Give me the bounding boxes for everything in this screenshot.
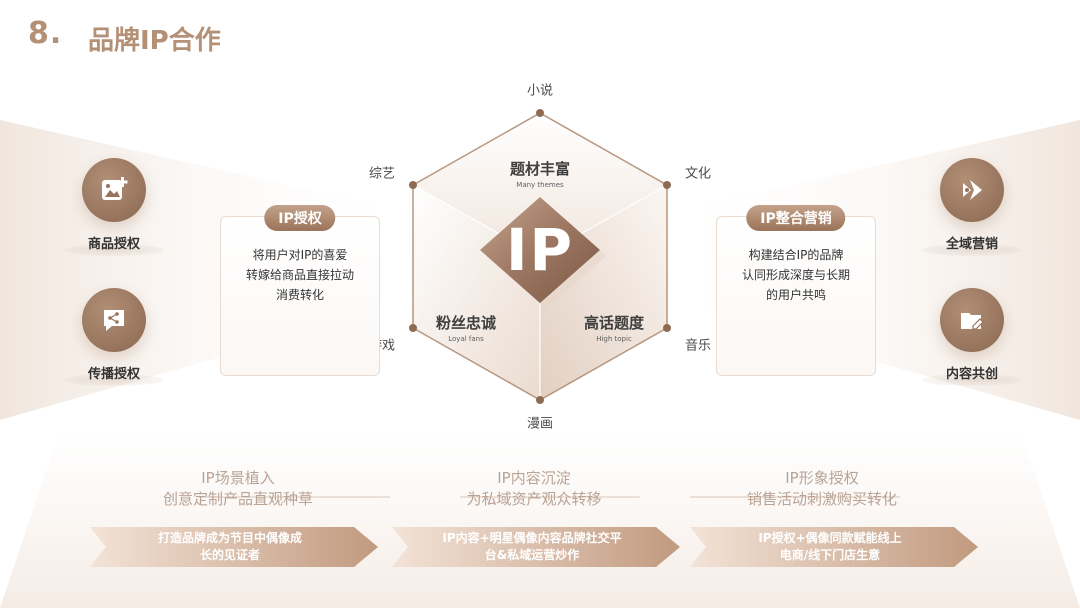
ip-logo: IP [505, 216, 575, 284]
media-license-button[interactable] [82, 288, 146, 352]
face-loyal-fans: 粉丝忠诚 Loyal fans [436, 312, 496, 343]
card-line: 消费转化 [275, 288, 324, 302]
card-line: 认同形成深度与长期 [741, 268, 850, 282]
card-body: 构建结合IP的品牌 认同形成深度与长期 的用户共鸣 [725, 245, 867, 305]
arrow-line: 长的见证者 [199, 548, 260, 562]
bottom-title-line2: 为私域资产观众转移 [466, 490, 602, 508]
face-high-topic: 高话题度 High topic [584, 312, 644, 343]
card-line: 转嫁给商品直接拉动 [245, 268, 354, 282]
product-license-label: 商品授权 [87, 237, 141, 252]
ip-license-card: IP授权 将用户对IP的喜爱 转嫁给商品直接拉动 消费转化 [220, 205, 380, 376]
content-cocreation-label: 内容共创 [945, 367, 999, 382]
vertex-label-music: 音乐 [684, 338, 712, 354]
face-rich-themes: 题材丰富 Many themes [510, 158, 570, 189]
card-line: 将用户对IP的喜爱 [252, 248, 348, 262]
bottom-title-line2: 销售活动刺激购买转化 [746, 490, 897, 508]
arrow-text: 打造品牌成为节目中偶像成 长的见证者 [148, 530, 320, 564]
circle-shadow [64, 244, 164, 256]
vertex-label-comic: 漫画 [526, 416, 554, 432]
face-subtitle: High topic [596, 335, 632, 343]
arrow-line: 打造品牌成为节目中偶像成 [157, 531, 302, 545]
folder-edit-icon [961, 313, 984, 330]
ip-marketing-card: IP整合营销 构建结合IP的品牌 认同形成深度与长期 的用户共鸣 [716, 205, 876, 376]
arrow-line: 台&私域运营炒作 [484, 548, 580, 562]
face-subtitle: Loyal fans [448, 335, 484, 343]
face-title: 高话题度 [583, 314, 645, 332]
product-license-button[interactable] [82, 158, 146, 222]
bottom-title-line1: IP场景植入 [201, 469, 275, 487]
arrow-line: IP授权+偶像同款赋能线上 [758, 531, 902, 545]
circle-shadow [922, 244, 1022, 256]
circle-shadow [64, 374, 164, 386]
face-title: 题材丰富 [509, 160, 571, 178]
media-license-label: 传播授权 [87, 367, 141, 382]
vertex-label-novel: 小说 [526, 83, 554, 99]
bottom-title-line1: IP形象授权 [785, 469, 859, 487]
arrow-line: IP内容+明星偶像内容品牌社交平 [442, 531, 622, 545]
vertex-label-culture: 文化 [684, 166, 712, 182]
swirl-marketing-icon [963, 180, 982, 200]
bottom-arrow-image: IP授权+偶像同款赋能线上 电商/线下门店生意 [690, 527, 978, 567]
card-line: 构建结合IP的品牌 [748, 248, 844, 262]
section-number: 8. [28, 16, 63, 51]
bottom-title-content: IP内容沉淀 为私域资产观众转移 [414, 468, 654, 510]
bottom-title-scene: IP场景植入 创意定制产品直观种草 [118, 468, 358, 510]
face-subtitle: Many themes [516, 181, 564, 189]
share-chat-icon [104, 310, 124, 331]
card-title: IP整合营销 [746, 205, 846, 231]
image-add-icon [102, 177, 128, 200]
bottom-title-image: IP形象授权 销售活动刺激购买转化 [702, 468, 942, 510]
arrow-text: IP授权+偶像同款赋能线上 电商/线下门店生意 [748, 530, 919, 564]
face-title: 粉丝忠诚 [435, 314, 497, 332]
circle-shadow [922, 374, 1022, 386]
card-title: IP授权 [264, 205, 336, 231]
bottom-title-line1: IP内容沉淀 [497, 469, 571, 487]
content-cocreation-button[interactable] [940, 288, 1004, 352]
page-title: 品牌IP合作 [88, 26, 221, 56]
arrow-text: IP内容+明星偶像内容品牌社交平 台&私域运营炒作 [432, 530, 639, 564]
card-line: 的用户共鸣 [765, 288, 826, 302]
bottom-arrow-scene: 打造品牌成为节目中偶像成 长的见证者 [90, 527, 378, 567]
arrow-line: 电商/线下门店生意 [779, 548, 881, 562]
bottom-arrow-content: IP内容+明星偶像内容品牌社交平 台&私域运营炒作 [392, 527, 680, 567]
omni-marketing-label: 全域营销 [945, 237, 999, 252]
vertex-label-variety: 综艺 [368, 166, 396, 182]
bottom-title-line2: 创意定制产品直观种草 [162, 490, 313, 508]
card-body: 将用户对IP的喜爱 转嫁给商品直接拉动 消费转化 [229, 245, 371, 305]
omni-marketing-button[interactable] [940, 158, 1004, 222]
